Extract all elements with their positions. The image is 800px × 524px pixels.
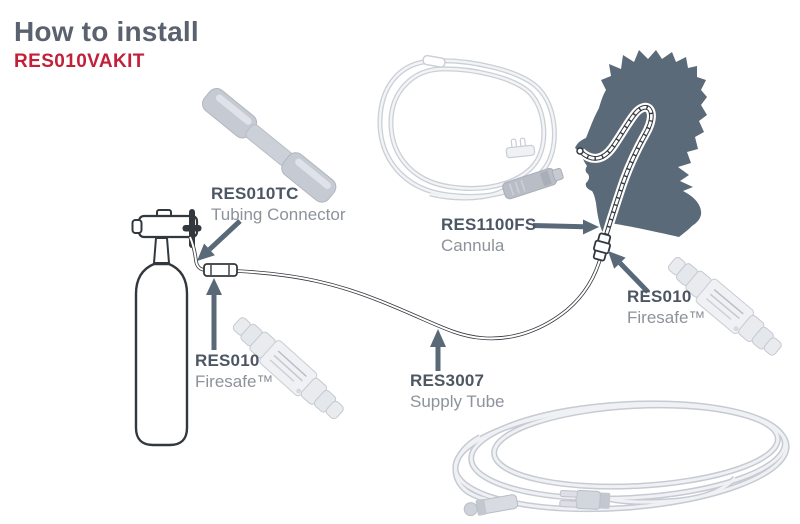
- cannula-tube-on-face: [576, 102, 656, 252]
- part-desc: Firesafe™: [195, 372, 274, 392]
- supply-tube-luer-connector: [463, 494, 519, 517]
- label-supply-tube: RES3007 Supply Tube: [410, 371, 505, 412]
- label-firesafe-right: RES010 Firesafe™: [627, 287, 705, 328]
- cannula-sleeve: [422, 54, 446, 68]
- tubing-connector-photo: [201, 88, 337, 203]
- page-title: How to install: [14, 16, 199, 47]
- arrow-firesafe-right: [608, 251, 650, 294]
- kit-code: RES010VAKIT: [14, 51, 145, 72]
- part-desc: Cannula: [441, 236, 505, 256]
- oxygen-cylinder: [131, 209, 202, 447]
- nose-clip: [576, 147, 584, 155]
- part-desc: Firesafe™: [627, 308, 706, 328]
- part-desc: Supply Tube: [410, 392, 505, 412]
- label-tubing-connector: RES010TC Tubing Connector: [211, 184, 346, 225]
- inline-connector-neck: [592, 232, 612, 262]
- part-code: RES010: [195, 351, 260, 370]
- part-code: RES010: [627, 287, 692, 306]
- arrow-firesafe-left: [206, 278, 222, 350]
- arrow-supply-tube: [430, 329, 446, 371]
- cannula-connector: [502, 167, 564, 200]
- part-desc: Tubing Connector: [211, 205, 346, 225]
- arrow-tubing-connector: [197, 219, 242, 261]
- label-firesafe-left: RES010 Firesafe™: [195, 351, 273, 392]
- supply-tube-prong-connector: [559, 489, 611, 510]
- part-code: RES010TC: [211, 184, 299, 203]
- callout-arrows: [197, 219, 650, 371]
- part-code: RES3007: [410, 371, 485, 390]
- supply-tube-line: [188, 232, 612, 341]
- inline-connector-left: [203, 263, 238, 277]
- page-title-block: How to install RES010VAKIT: [14, 16, 199, 73]
- supply-tube-photo: [452, 400, 790, 517]
- arrow-cannula: [532, 219, 599, 235]
- cannula-nasal-prongs: [505, 137, 536, 159]
- label-cannula: RES1100FS Cannula: [441, 215, 536, 256]
- part-code: RES1100FS: [441, 215, 537, 234]
- nasal-cannula-photo: [377, 54, 564, 201]
